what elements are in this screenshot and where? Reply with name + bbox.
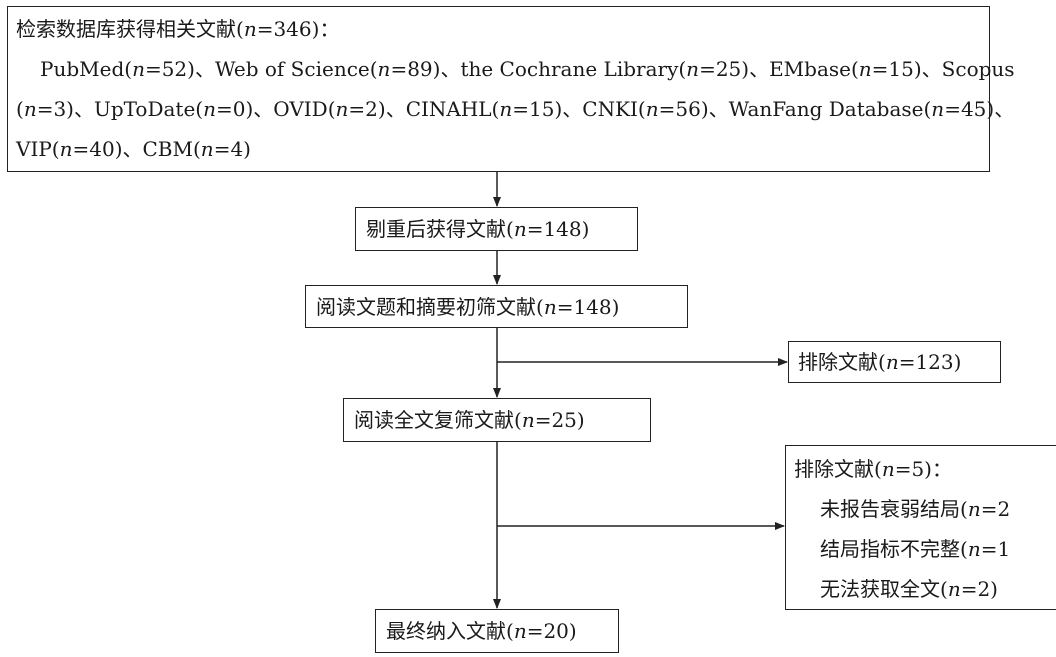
fulltext-screen-box: 阅读全文复筛文献(n=25) bbox=[343, 398, 651, 442]
database-text: =2)、CINAHL( bbox=[348, 97, 500, 121]
n-symbol: n bbox=[931, 97, 945, 121]
n-symbol: n bbox=[521, 408, 535, 432]
exclude-reason: 结局指标不完整(n=1 bbox=[794, 537, 1056, 577]
final-prefix: 最终纳入文献( bbox=[386, 619, 514, 643]
database-text: VIP( bbox=[16, 137, 60, 161]
exclude2-title-prefix: 排除文献( bbox=[794, 457, 882, 481]
n-symbol: n bbox=[513, 217, 527, 241]
reason-count: =1 bbox=[980, 537, 1011, 561]
database-text: =52)、Web of Science( bbox=[144, 57, 378, 81]
n-symbol: n bbox=[513, 619, 527, 643]
n-symbol: n bbox=[132, 57, 145, 81]
exclude2-title: 排除文献(n=5)： bbox=[794, 457, 1056, 497]
database-text: =15)、CNKI( bbox=[512, 97, 646, 121]
n-symbol: n bbox=[377, 57, 391, 81]
exclude-reason: 未报告衰弱结局(n=2 bbox=[794, 497, 1056, 537]
n-symbol: n bbox=[243, 17, 257, 41]
n-symbol: n bbox=[645, 97, 659, 121]
search-results-box: 检索数据库获得相关文献(n=346)： PubMed(n=52)、Web of … bbox=[7, 6, 1015, 172]
n-symbol: n bbox=[543, 295, 557, 319]
exclude-reason: 无法获取全文(n=2) bbox=[794, 577, 1056, 609]
dedup-box: 剔重后获得文献(n=148) bbox=[355, 207, 638, 251]
n-symbol: n bbox=[686, 57, 700, 81]
final-included-box: 最终纳入文献(n=20) bbox=[375, 609, 619, 653]
database-text: =89)、the Cochrane Library( bbox=[390, 57, 687, 81]
database-line-2: (n=3)、UpToDate(n=0)、OVID(n=2)、CINAHL(n=1… bbox=[16, 97, 1014, 137]
reason-count: =2) bbox=[960, 577, 998, 601]
n-symbol: n bbox=[947, 577, 961, 601]
database-line-1: PubMed(n=52)、Web of Science(n=89)、the Co… bbox=[16, 57, 1015, 97]
reason-label: 结局指标不完整( bbox=[820, 537, 968, 561]
n-symbol: n bbox=[200, 137, 214, 161]
database-text: =25)、EMbase( bbox=[699, 57, 859, 81]
dedup-suffix: =148) bbox=[526, 217, 590, 241]
screen-prefix: 阅读文题和摘要初筛文献( bbox=[316, 295, 544, 319]
n-symbol: n bbox=[858, 57, 872, 81]
n-symbol: n bbox=[885, 350, 899, 374]
reason-label: 无法获取全文( bbox=[820, 577, 948, 601]
database-text: =4) bbox=[213, 137, 251, 161]
database-text: =15)、Scopus bbox=[871, 57, 1015, 81]
exclusion-box-2: 排除文献(n=5)： 未报告衰弱结局(n=2 结局指标不完整(n=1 无法获取全… bbox=[785, 445, 1056, 610]
database-text: PubMed( bbox=[40, 57, 133, 81]
database-line-3: VIP(n=40)、CBM(n=4) bbox=[16, 137, 981, 177]
n-symbol: n bbox=[967, 537, 981, 561]
screen-suffix: =148) bbox=[556, 295, 620, 319]
exclusion-box-1: 排除文献(n=123) bbox=[788, 341, 1001, 383]
reason-count: =2 bbox=[980, 497, 1011, 521]
n-symbol: n bbox=[335, 97, 349, 121]
database-text: =0)、OVID( bbox=[216, 97, 336, 121]
n-symbol: n bbox=[203, 97, 216, 121]
database-text: =45)、 bbox=[944, 97, 1015, 121]
database-text: =40)、CBM( bbox=[72, 137, 201, 161]
fulltext-prefix: 阅读全文复筛文献( bbox=[354, 408, 522, 432]
search-total-prefix: 检索数据库获得相关文献( bbox=[16, 17, 244, 41]
exclude2-title-suffix: =5)： bbox=[894, 457, 952, 481]
exclude1-prefix: 排除文献( bbox=[798, 350, 886, 374]
search-total-suffix: =346)： bbox=[256, 17, 340, 41]
n-symbol: n bbox=[499, 97, 513, 121]
n-symbol: n bbox=[59, 137, 73, 161]
n-symbol: n bbox=[23, 97, 37, 121]
final-suffix: =20) bbox=[526, 619, 577, 643]
exclude1-suffix: =123) bbox=[898, 350, 962, 374]
database-text: =56)、WanFang Database( bbox=[658, 97, 932, 121]
search-total-line: 检索数据库获得相关文献(n=346)： bbox=[16, 17, 981, 57]
fulltext-suffix: =25) bbox=[534, 408, 585, 432]
dedup-prefix: 剔重后获得文献( bbox=[366, 217, 514, 241]
n-symbol: n bbox=[967, 497, 981, 521]
database-text: ( bbox=[16, 97, 24, 121]
title-abstract-screen-box: 阅读文题和摘要初筛文献(n=148) bbox=[305, 285, 688, 328]
database-text: =3)、UpToDate( bbox=[36, 97, 204, 121]
reason-label: 未报告衰弱结局( bbox=[820, 497, 968, 521]
n-symbol: n bbox=[881, 457, 895, 481]
